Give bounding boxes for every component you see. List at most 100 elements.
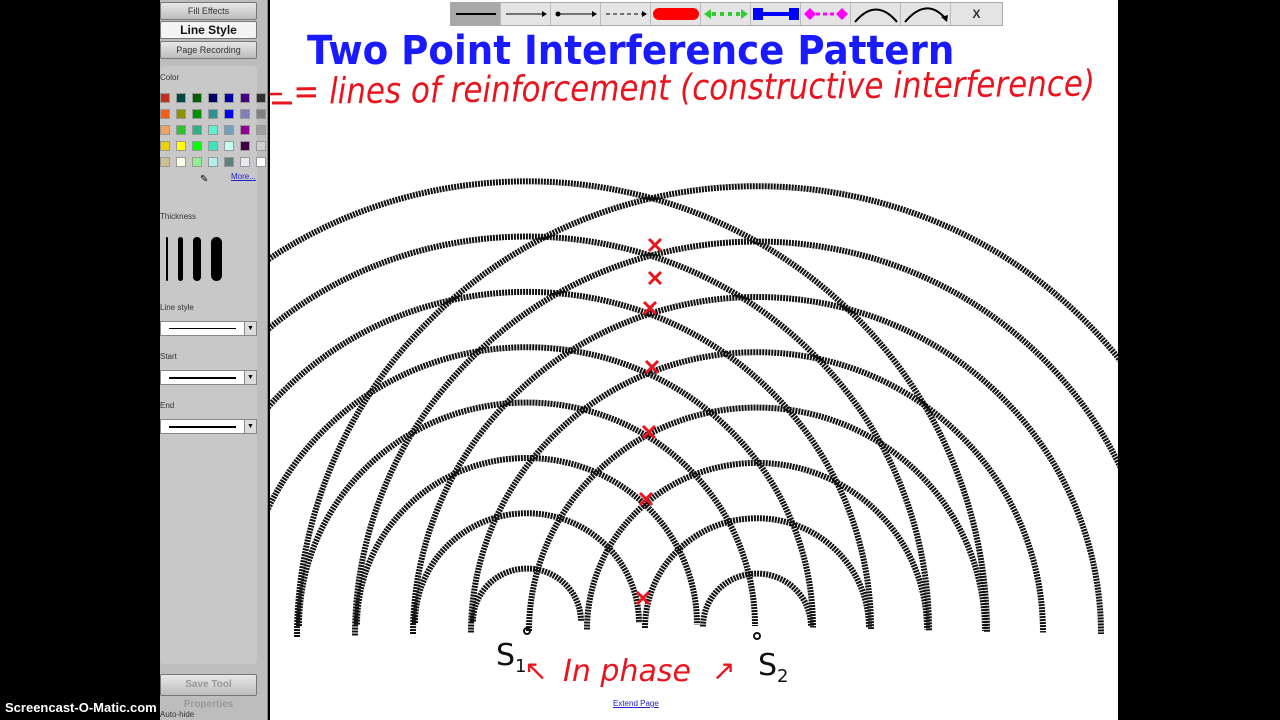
in-phase-annotation: In phase bbox=[563, 654, 691, 689]
start-label: Start bbox=[160, 352, 177, 361]
tool-arc-arrow[interactable] bbox=[901, 3, 951, 25]
s2-subscript: 2 bbox=[777, 666, 789, 687]
wave-crest-arc bbox=[294, 183, 1118, 638]
save-tool-properties-button[interactable]: Save Tool Properties bbox=[160, 674, 257, 710]
wave-crest-arc bbox=[470, 565, 584, 622]
close-toolbar-button[interactable]: X bbox=[972, 7, 981, 21]
color-swatch[interactable] bbox=[176, 157, 186, 167]
tool-arrow-line[interactable] bbox=[501, 3, 551, 25]
tab-line-style[interactable]: Line Style bbox=[160, 21, 257, 39]
eyedropper-icon[interactable]: ✎ bbox=[200, 174, 209, 185]
color-swatch[interactable] bbox=[256, 157, 266, 167]
wave-crest-arc bbox=[352, 238, 1118, 636]
color-swatch[interactable] bbox=[176, 109, 186, 119]
color-swatch[interactable] bbox=[192, 125, 202, 135]
wave-crest-arc bbox=[468, 349, 1046, 633]
tool-dashed-arrow-line[interactable] bbox=[601, 3, 651, 25]
thickness-1[interactable] bbox=[166, 237, 168, 281]
right-arrow-annotation: ↗ bbox=[712, 654, 736, 687]
line-style-properties: Color ✎ More... Thickness Line style ▼ S… bbox=[160, 66, 266, 664]
line-style-label: Line style bbox=[160, 303, 194, 312]
color-swatch[interactable] bbox=[192, 93, 202, 103]
chevron-down-icon[interactable]: ▼ bbox=[244, 322, 256, 335]
color-swatch[interactable] bbox=[256, 109, 266, 119]
color-swatch[interactable] bbox=[256, 125, 266, 135]
color-swatch[interactable] bbox=[160, 109, 170, 119]
reinforcement-mark bbox=[638, 491, 654, 507]
reinforcement-mark bbox=[635, 590, 651, 606]
more-colors-link[interactable]: More... bbox=[231, 172, 256, 181]
color-swatch[interactable] bbox=[240, 93, 250, 103]
tool-arc[interactable] bbox=[851, 3, 901, 25]
auto-hide-toggle[interactable]: Auto-hide bbox=[160, 710, 195, 719]
source-point bbox=[523, 627, 531, 635]
wave-crest-arc bbox=[526, 404, 988, 632]
source-point bbox=[753, 632, 761, 640]
pen-toolbar: X bbox=[450, 2, 1003, 26]
thickness-4[interactable] bbox=[211, 237, 222, 281]
whiteboard-canvas[interactable] bbox=[270, 0, 1118, 720]
end-select[interactable]: ▼ bbox=[160, 419, 257, 434]
thickness-label: Thickness bbox=[160, 212, 197, 221]
thickness-3[interactable] bbox=[193, 237, 201, 281]
watermark: Screencast-O-Matic.com bbox=[5, 700, 157, 715]
source-s2-label: S2 bbox=[758, 648, 789, 687]
thickness-2[interactable] bbox=[178, 237, 183, 281]
tool-properties-panel: Fill Effects Line Style Page Recording C… bbox=[160, 0, 268, 720]
reinforcement-mark bbox=[641, 424, 657, 440]
color-swatch[interactable] bbox=[192, 141, 202, 151]
page-title: Two Point Interference Pattern bbox=[307, 28, 955, 74]
wave-crest-arc bbox=[270, 178, 990, 633]
tool-thick-line[interactable] bbox=[451, 3, 501, 25]
legend-annotation: – = lines of reinforcement (constructive… bbox=[267, 63, 1096, 113]
tool-magenta-diamond-dotted[interactable] bbox=[801, 3, 851, 25]
tab-fill-effects[interactable]: Fill Effects bbox=[160, 2, 257, 20]
color-swatch[interactable] bbox=[192, 157, 202, 167]
color-swatch[interactable] bbox=[240, 109, 250, 119]
color-label: Color bbox=[160, 73, 180, 82]
wave-crest-arc bbox=[700, 570, 814, 627]
color-swatch[interactable] bbox=[256, 93, 266, 103]
color-swatch[interactable] bbox=[240, 141, 250, 151]
tool-green-dotted-arrow[interactable] bbox=[701, 3, 751, 25]
color-swatch[interactable] bbox=[208, 157, 218, 167]
color-palette bbox=[160, 93, 266, 167]
tab-page-recording[interactable]: Page Recording bbox=[160, 41, 257, 59]
color-swatch[interactable] bbox=[160, 141, 170, 151]
color-swatch[interactable] bbox=[176, 93, 186, 103]
color-swatch[interactable] bbox=[224, 157, 234, 167]
color-swatch[interactable] bbox=[208, 141, 218, 151]
color-swatch[interactable] bbox=[160, 93, 170, 103]
s1-letter: S bbox=[496, 638, 516, 673]
color-swatch[interactable] bbox=[224, 109, 234, 119]
line-style-select[interactable]: ▼ bbox=[160, 321, 257, 336]
reinforcement-mark bbox=[647, 270, 663, 286]
tool-blue-square-line[interactable] bbox=[751, 3, 801, 25]
color-swatch[interactable] bbox=[208, 109, 218, 119]
color-swatch[interactable] bbox=[224, 125, 234, 135]
start-select[interactable]: ▼ bbox=[160, 370, 257, 385]
reinforcement-mark bbox=[644, 359, 660, 375]
wave-crest-arc bbox=[270, 288, 874, 630]
color-swatch[interactable] bbox=[176, 141, 186, 151]
tool-dot-arrow-line[interactable] bbox=[551, 3, 601, 25]
tool-red-marker[interactable] bbox=[651, 3, 701, 25]
color-swatch[interactable] bbox=[208, 125, 218, 135]
thickness-options bbox=[160, 231, 257, 287]
chevron-down-icon[interactable]: ▼ bbox=[244, 420, 256, 433]
color-swatch[interactable] bbox=[240, 125, 250, 135]
color-swatch[interactable] bbox=[224, 141, 234, 151]
color-swatch[interactable] bbox=[176, 125, 186, 135]
color-swatch[interactable] bbox=[192, 109, 202, 119]
chevron-down-icon[interactable]: ▼ bbox=[244, 371, 256, 384]
color-swatch[interactable] bbox=[240, 157, 250, 167]
color-swatch[interactable] bbox=[160, 157, 170, 167]
color-swatch[interactable] bbox=[208, 93, 218, 103]
color-swatch[interactable] bbox=[256, 141, 266, 151]
wave-crest-arc bbox=[410, 293, 1104, 635]
extend-page-link[interactable]: Extend Page bbox=[613, 699, 659, 708]
color-swatch[interactable] bbox=[160, 125, 170, 135]
color-swatch[interactable] bbox=[224, 93, 234, 103]
wave-crest-arc bbox=[584, 459, 930, 630]
